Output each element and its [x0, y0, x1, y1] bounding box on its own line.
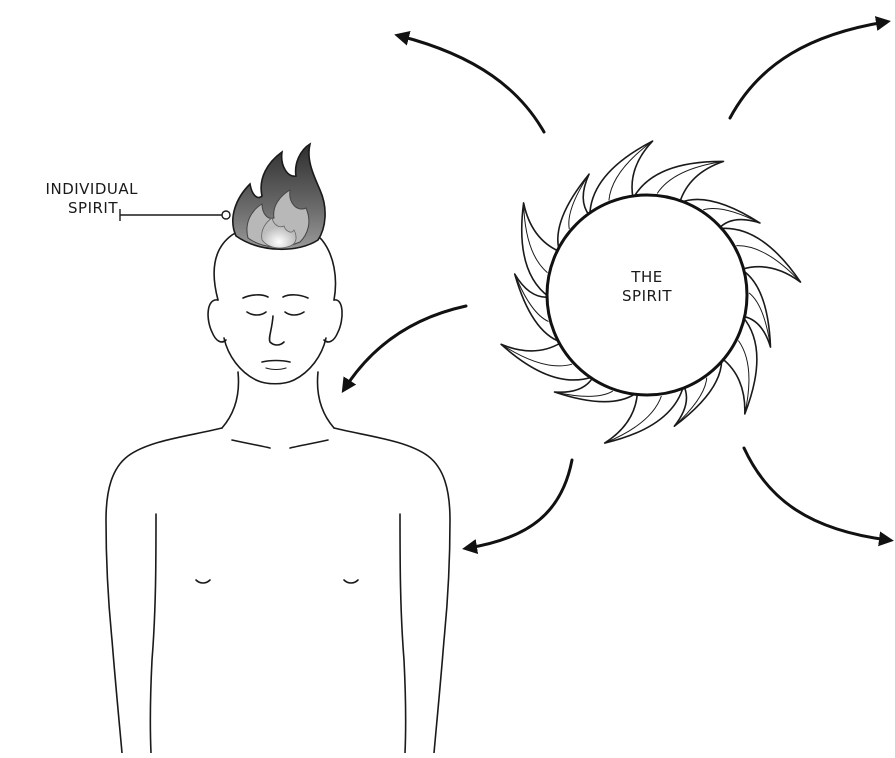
- arrow-icon: [744, 448, 888, 540]
- right-nipple: [344, 580, 358, 583]
- left-eye: [247, 312, 266, 315]
- person-figure: [106, 224, 450, 753]
- individual-spirit-line2: SPIRIT: [10, 199, 118, 218]
- the-spirit-label: THE SPIRIT: [587, 268, 707, 306]
- right-ear: [324, 300, 342, 342]
- individual-spirit-label: INDIVIDUAL SPIRIT: [10, 180, 138, 218]
- neck-right: [318, 372, 334, 428]
- left-ear: [208, 300, 226, 342]
- neck-left: [222, 372, 238, 428]
- mouth: [262, 361, 290, 363]
- left-shoulder: [106, 428, 222, 753]
- arrow-icon: [468, 460, 572, 548]
- the-spirit-line1: THE: [587, 268, 707, 287]
- right-eye: [285, 312, 304, 315]
- individual-spirit-line1: INDIVIDUAL: [10, 180, 138, 199]
- right-brow: [283, 295, 308, 298]
- left-brow: [243, 295, 268, 298]
- flame-icon: [233, 144, 325, 249]
- the-spirit-line2: SPIRIT: [587, 287, 707, 306]
- arrow-icon: [345, 306, 466, 388]
- arrow-icon: [400, 36, 544, 132]
- right-shoulder: [334, 428, 450, 753]
- left-nipple: [196, 580, 210, 583]
- arrow-icon: [730, 22, 885, 118]
- nose: [269, 316, 284, 345]
